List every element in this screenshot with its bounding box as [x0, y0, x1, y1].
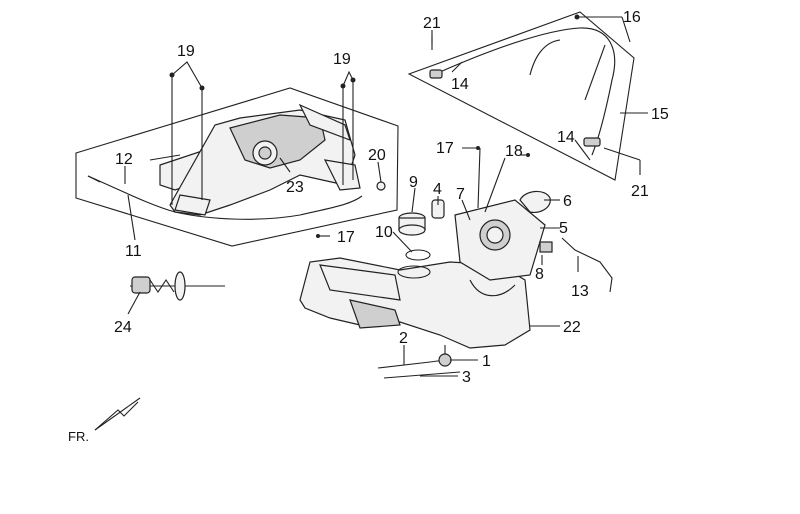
callout-23: 23 [286, 179, 304, 196]
callout-19-left: 19 [177, 43, 195, 60]
nut-part [376, 181, 386, 191]
callout-22: 22 [563, 319, 581, 336]
bolt-8 [539, 241, 553, 253]
callout-20: 20 [368, 147, 386, 164]
hose-part [561, 237, 613, 293]
callout-labels: 19 19 12 11 20 23 24 21 16 14 15 14 21 1… [114, 9, 669, 386]
callout-11: 11 [125, 243, 142, 260]
frame-panel-outline [75, 87, 399, 247]
part-6 [519, 190, 551, 213]
callout-21-right: 21 [631, 183, 649, 200]
callout-9: 9 [409, 174, 418, 191]
callout-8: 8 [535, 266, 544, 283]
callout-10: 10 [375, 224, 393, 241]
callout-7: 7 [456, 186, 465, 203]
front-direction-arrow: FR. [68, 397, 141, 444]
callout-18: 18 [505, 143, 523, 160]
callout-12: 12 [115, 151, 133, 168]
callout-21-top: 21 [423, 15, 441, 32]
cable-end [87, 175, 101, 183]
callout-6: 6 [563, 193, 572, 210]
callout-17-top: 17 [436, 140, 454, 157]
rail-panel-outline [407, 11, 635, 181]
rear-frame-part [149, 103, 361, 216]
callout-17-left: 17 [337, 229, 355, 246]
cable-part [87, 175, 363, 220]
callout-4: 4 [433, 181, 442, 198]
valve-part [438, 353, 452, 367]
callout-5: 5 [559, 220, 568, 237]
callout-13: 13 [571, 283, 589, 300]
leader-lines [124, 14, 648, 377]
callout-1: 1 [482, 353, 491, 370]
callout-14-right: 14 [557, 129, 575, 146]
part-24-assembly [130, 271, 225, 301]
callout-3: 3 [462, 369, 471, 386]
callout-14-top: 14 [451, 76, 469, 93]
callout-16: 16 [623, 9, 641, 26]
callout-19-right: 19 [333, 51, 351, 68]
fuel-tank-assembly [299, 190, 613, 379]
gasket-part [405, 249, 431, 261]
callout-24: 24 [114, 319, 132, 336]
callout-15: 15 [651, 106, 669, 123]
fr-label: FR. [68, 429, 89, 444]
callout-2: 2 [399, 330, 408, 347]
frame-panel [75, 72, 399, 247]
rail-panel [407, 11, 641, 181]
drain-tube [377, 359, 446, 369]
